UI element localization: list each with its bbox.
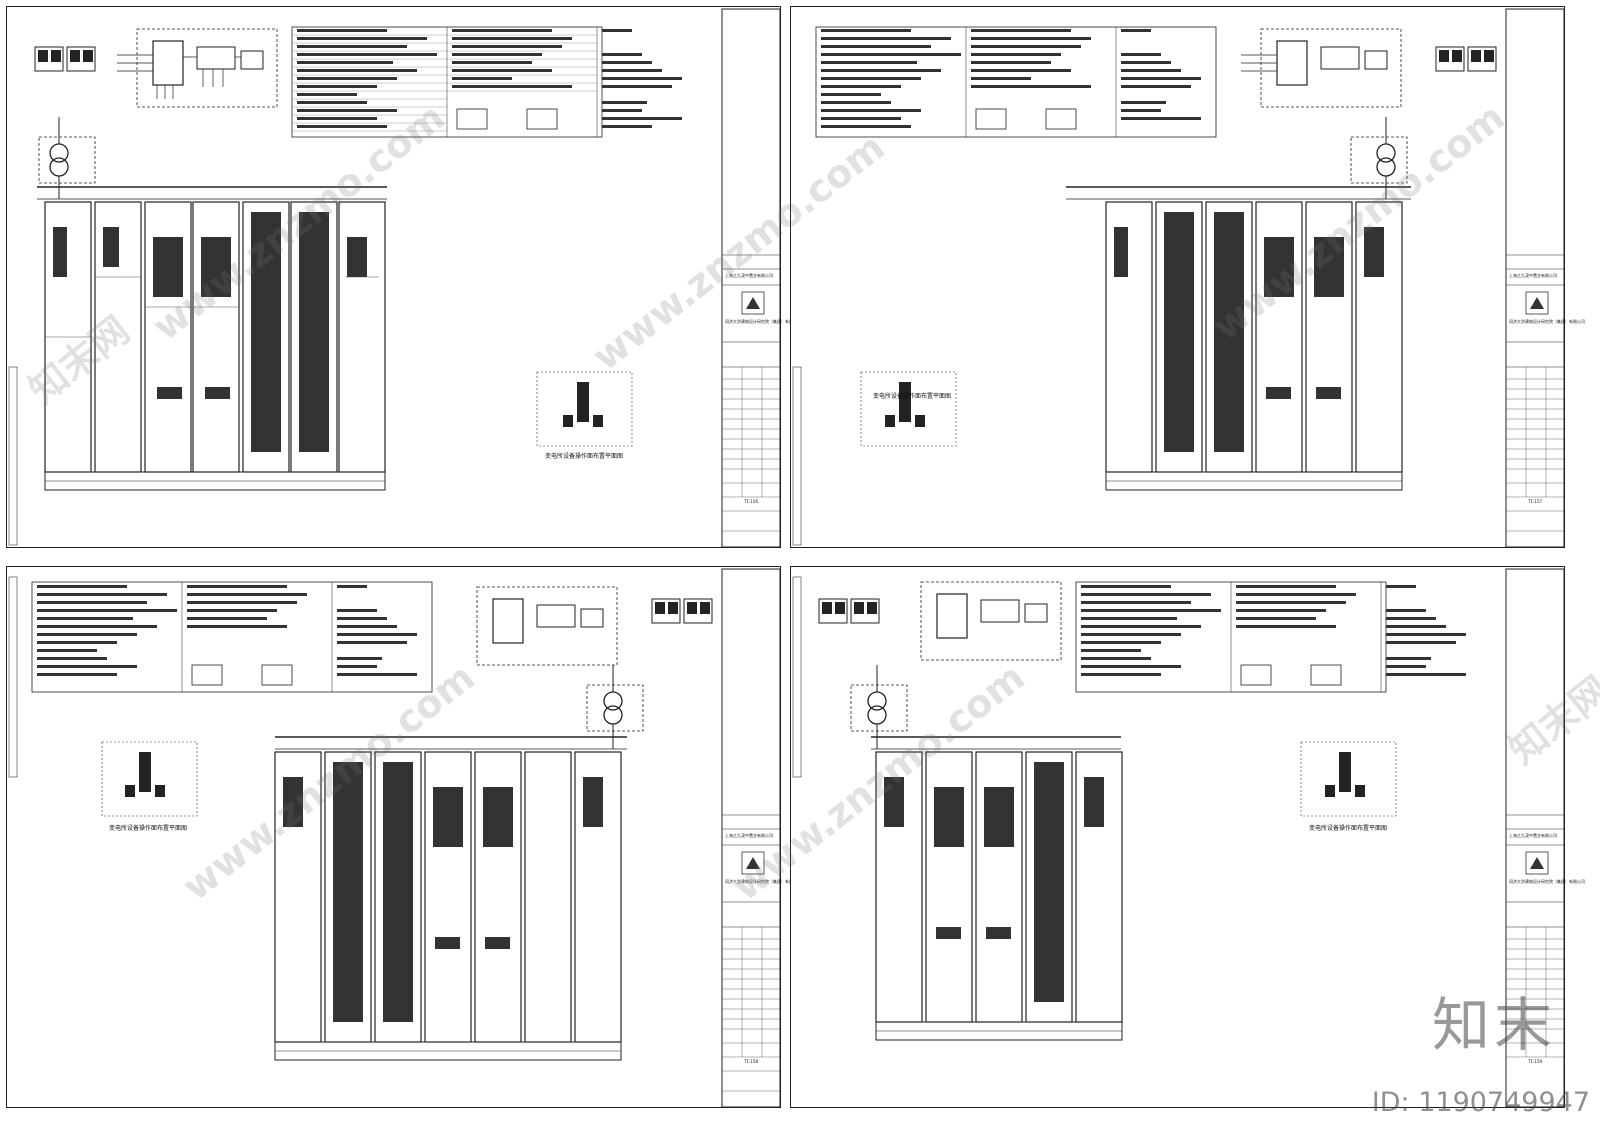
designer-name: 同济大学建筑设计研究院（集团）有限公司: [1509, 879, 1585, 884]
designer-name: 同济大学建筑设计研究院（集团）有限公司: [1509, 319, 1585, 324]
drawing-sheet-4: 变电所设备操作面布置平面图 上海之九茂中置业有限公司 同济大学建筑设计研究院（集…: [790, 566, 1585, 1108]
drawing-sheet-1: 变电所设备操作面布置平面图 上海之九茂中置业有限公司 同济大学建筑设计研究院（集…: [6, 6, 801, 548]
drawing-sheet-3: 变电所设备操作面布置平面图 上海之九茂中置业有限公司 同济大学建筑设计研究院（集…: [6, 566, 801, 1108]
brand-logo: 知末: [1431, 991, 1556, 1059]
client-name: 上海之九茂中置业有限公司: [725, 273, 773, 278]
floor-plan-caption: 变电所设备操作面布置平面图: [873, 393, 952, 400]
drawing-sheet-2: 变电所设备操作面布置平面图 上海之九茂中置业有限公司 同济大学建筑设计研究院（集…: [790, 6, 1585, 548]
floor-plan-caption: 变电所设备操作面布置平面图: [545, 453, 624, 460]
sheet-1-linework: [8, 8, 781, 548]
sheet-2-linework: [792, 8, 1565, 548]
client-name: 上海之九茂中置业有限公司: [725, 833, 773, 838]
drawing-number: T1-158: [744, 1059, 759, 1064]
sheet-4-linework: [792, 568, 1565, 1108]
drawing-number: T1-157: [1528, 499, 1543, 504]
floor-plan-caption: 变电所设备操作面布置平面图: [109, 825, 188, 832]
designer-name: 同济大学建筑设计研究院（集团）有限公司: [725, 879, 801, 884]
designer-name: 同济大学建筑设计研究院（集团）有限公司: [725, 319, 801, 324]
drawing-number: T1-156: [744, 499, 759, 504]
drawing-number: T1-159: [1528, 1059, 1543, 1064]
floor-plan-caption: 变电所设备操作面布置平面图: [1309, 825, 1388, 832]
sheet-3-linework: [8, 568, 781, 1108]
image-id-label: ID: 1190749947: [1371, 1087, 1590, 1118]
client-name: 上海之九茂中置业有限公司: [1509, 833, 1557, 838]
client-name: 上海之九茂中置业有限公司: [1509, 273, 1557, 278]
